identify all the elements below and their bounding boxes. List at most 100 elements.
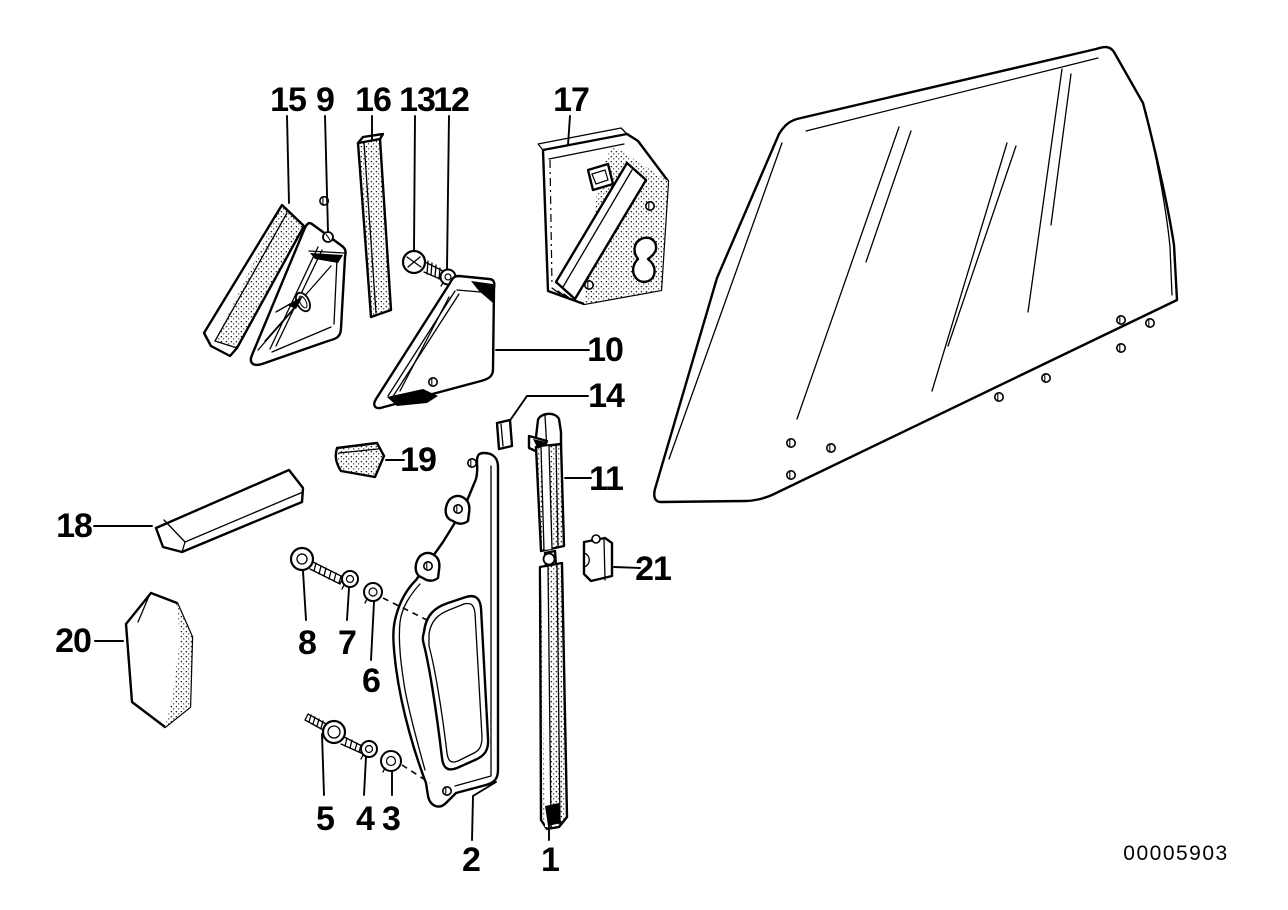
glass-hole	[1116, 314, 1126, 326]
part9-inner-bottom	[271, 326, 332, 353]
part-13-screw	[401, 249, 444, 280]
leader-14	[510, 395, 589, 420]
part-11-guide-channel-upper	[527, 412, 566, 569]
callout-17: 17	[553, 81, 589, 119]
part7-slit	[341, 584, 345, 590]
callout-16: 16	[355, 81, 391, 119]
part9-tab-hole-slot	[325, 233, 331, 241]
part2-bottom-hole	[441, 785, 453, 797]
part8-head	[289, 546, 315, 572]
leader-17	[567, 115, 571, 146]
callout-18: 18	[56, 507, 92, 545]
part-2-window-frame	[392, 451, 500, 808]
part8-thread	[313, 562, 342, 584]
part14-body	[495, 418, 514, 451]
axis-dashed-line-lower	[401, 764, 431, 784]
leader-6	[370, 601, 375, 661]
glass-crease	[1050, 73, 1072, 226]
glass-hole	[993, 391, 1005, 403]
part16-top-cap	[356, 132, 385, 145]
glass-hole	[785, 437, 797, 449]
part15-top-face	[215, 205, 304, 348]
part7-outer	[341, 570, 359, 588]
part3-slit	[382, 767, 386, 773]
leader-lines	[93, 115, 641, 841]
part-18-pad	[154, 468, 305, 554]
leader-8	[302, 570, 307, 621]
callout-3: 3	[382, 800, 400, 838]
leader-2	[471, 781, 497, 841]
axis-dashed-line-upper	[382, 597, 430, 622]
part9-arrow-line	[275, 303, 291, 313]
callout-9: 9	[316, 81, 334, 119]
part13-shaft-bottom	[423, 271, 441, 280]
callout-6: 6	[362, 662, 380, 700]
part16-edge-line	[363, 141, 377, 314]
callout-14: 14	[588, 377, 625, 415]
part7-inner	[345, 574, 355, 584]
leader-4	[363, 756, 367, 796]
part17-left-fold	[549, 159, 553, 287]
part9-tab-line	[308, 250, 345, 254]
part6-outer	[363, 582, 383, 602]
part17-band-inner	[562, 169, 633, 288]
part21-notch	[583, 552, 590, 568]
part3-inner	[385, 755, 397, 767]
part9-inner-right	[333, 258, 338, 325]
part13-head-slot	[406, 256, 422, 268]
part9-inner-hypotenuse	[269, 246, 319, 350]
leader-15	[286, 115, 290, 204]
callout-1: 1	[541, 841, 559, 879]
glass-left-inner-line	[668, 142, 783, 460]
part4-slit	[360, 754, 364, 760]
part12-inner	[444, 273, 452, 281]
leader-21	[613, 566, 641, 569]
part9-oval-hole-inner	[298, 295, 308, 309]
part13-thread	[426, 260, 441, 280]
part-9-triangle-frame	[249, 221, 347, 367]
callout-2: 2	[462, 841, 480, 879]
callout-8: 8	[298, 624, 316, 662]
part10-crease	[399, 296, 450, 392]
part6-inner	[368, 587, 378, 597]
part5-collar	[321, 719, 347, 745]
part19-body	[334, 441, 386, 479]
part21-knob	[591, 534, 601, 544]
part-6-washer	[363, 582, 430, 622]
part15-outline	[202, 203, 306, 358]
part15-edge-line	[214, 340, 238, 349]
part15-side-line	[214, 212, 288, 342]
callout-15: 15	[270, 81, 306, 119]
part20-stipple	[165, 603, 192, 727]
callout-19: 19	[400, 441, 436, 479]
part2-middle-tab-hole	[422, 560, 434, 572]
part2-upper-tab-hole	[452, 503, 464, 515]
part19-inner-line	[338, 448, 379, 454]
part17-channel-band	[554, 161, 648, 301]
part3-outer	[380, 750, 402, 772]
part10-inner-hypotenuse	[387, 290, 456, 397]
part17-hook-hole	[583, 279, 595, 291]
part4-inner	[364, 744, 374, 754]
glass-crease	[947, 145, 1017, 347]
part21-divide-line	[603, 538, 606, 581]
part10-bottom-shadow	[387, 389, 438, 406]
part17-top-inner	[548, 143, 625, 160]
leader-5	[321, 733, 325, 796]
callout-10: 10	[587, 331, 623, 369]
part18-outline	[154, 468, 305, 554]
part2-inner-right	[454, 465, 492, 787]
callout-13: 13	[399, 81, 435, 119]
part11-body-lines	[540, 444, 559, 551]
callout-4: 4	[356, 800, 375, 838]
leader-7	[346, 587, 350, 621]
part4-outer	[360, 740, 378, 758]
glass-crease	[796, 126, 900, 420]
part2-opening-inner	[428, 602, 483, 763]
part11-flag-shadow	[533, 439, 546, 451]
part17-rect-hole-inner	[591, 169, 609, 185]
part9-shadow	[310, 253, 343, 263]
callout-7: 7	[338, 624, 356, 662]
part-15-seal-strip	[202, 203, 306, 358]
